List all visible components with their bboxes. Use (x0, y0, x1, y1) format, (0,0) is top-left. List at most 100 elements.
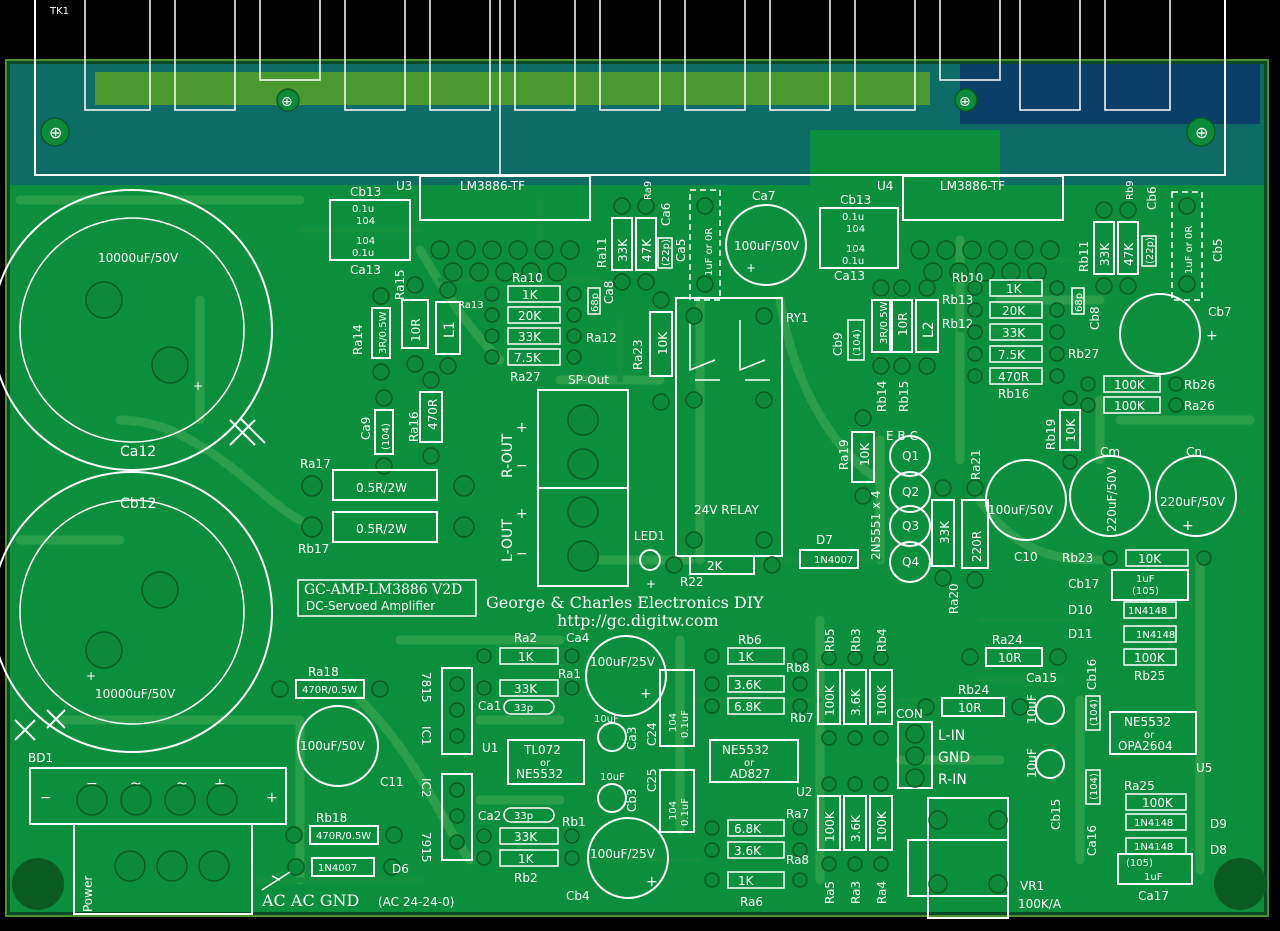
capacitor-c25: 104 0.1uF C25 (645, 768, 695, 833)
cb13r-val1: 0.1u (842, 212, 864, 223)
ra18-value: 470R/0.5W (302, 685, 357, 696)
ra24-value: 10R (998, 651, 1022, 665)
resistor-ra24: 10R Ra24 (961, 633, 1067, 667)
rb8-ref: Rb8 (786, 661, 810, 675)
ca12-value: 10000uF/50V (98, 251, 179, 265)
capacitor-ca12: 10000uF/50V Ca12 + (0, 189, 273, 471)
minus-glyph: − (86, 776, 98, 792)
rb16-ref: Rb16 (998, 387, 1029, 401)
plus-glyph: + (86, 669, 96, 683)
power-label: Power (81, 876, 95, 912)
cb12-value: 10000uF/50V (95, 687, 176, 701)
ca5-value: 1uF or 0R (704, 228, 715, 276)
ca8-value: 68p (590, 293, 601, 312)
heatsink-plane (960, 64, 1260, 124)
capacitor-ca17: (105) 1uF Ca17 (1117, 853, 1193, 903)
cb9-ref: Cb9 (831, 332, 845, 356)
regulator-ic2: IC2 7915 (419, 773, 473, 863)
chip-u1: TL072 or NE5532 U1 (482, 739, 585, 785)
capacitor-cb17: 1uF (105) Cb17 (1068, 569, 1189, 601)
ra4-value: 100K (875, 810, 889, 842)
ca7-value: 100uF/50V (734, 239, 800, 253)
ra12-ref: Ra12 (586, 331, 617, 345)
rb3-value: 3.6K (849, 688, 863, 716)
resistor-ra11: Ra11 33K (595, 197, 633, 291)
regulator-ic1: 7815 IC1 (419, 667, 473, 755)
rb24-ref: Rb24 (958, 683, 989, 697)
plus-glyph: + (640, 686, 652, 702)
ic2-part: 7915 (419, 832, 433, 863)
ac-glyph: ~ (130, 776, 142, 792)
cb13-val4: 0.1u (352, 248, 374, 259)
ca8-ref: Ca8 (602, 281, 616, 304)
rb5-value: 100K (823, 684, 837, 716)
ra21-value: 220R (970, 531, 984, 562)
cb13-val2: 104 (356, 216, 375, 227)
capacitor-c24: 104 0.1uF C24 (645, 669, 695, 747)
r22-ref: R22 (680, 575, 704, 589)
u1-line3: NE5532 (516, 767, 563, 781)
ra10-ref: Ra10 (512, 271, 543, 285)
potentiometer-vr1: VR1 100K/A (907, 797, 1062, 919)
rb9-ref: Rb9 (1125, 180, 1136, 200)
ra15-ref: Ra15 (393, 269, 407, 300)
diode-d6: 1N4007 D6 (287, 857, 409, 877)
cb13r-ref: Cb13 (840, 193, 871, 207)
rb1-ref: Rb1 (562, 815, 586, 829)
ra8-value: 3.6K (734, 844, 762, 858)
relay-ry1: RY1 24V RELAY (675, 297, 809, 557)
capacitor-cb15: 10uF Cb15 (1025, 748, 1065, 830)
rb23-ref: Rb23 (1062, 551, 1093, 565)
u2-line2: or (744, 758, 755, 769)
resistor-bank-ra7: 6.8K 3.6K 1K Ra7 Ra8 Ra6 (704, 807, 809, 909)
plus-glyph: ⊕ (49, 123, 62, 142)
cm-value: 220uF/50V (1105, 466, 1119, 532)
con-label: CON (896, 707, 923, 721)
u5-ref: U5 (1196, 761, 1212, 775)
rb13-ref: Rb13 (942, 293, 973, 307)
vr1-value: 100K/A (1018, 897, 1062, 911)
capacitor-cb12: Cb12 10000uF/50V + (0, 471, 273, 753)
transistor-part: 2N5551 x 4 (869, 490, 883, 560)
ca1-ref: Ca1 (478, 699, 501, 713)
ra3-value: 3.6K (849, 814, 863, 842)
cn-value: 220uF/50V (1160, 495, 1226, 509)
cb9-value: (104) (852, 329, 863, 356)
rb7-value: 6.8K (734, 700, 762, 714)
capacitor-cn: Cn 220uF/50V + (1155, 445, 1237, 537)
r22-value: 2K (707, 559, 724, 573)
l-out-label: L-OUT (500, 519, 516, 562)
ca9-value: (104) (381, 423, 392, 450)
cb17-value: 1uF (1136, 574, 1155, 585)
diode-d7: 1N4007 D7 (799, 533, 859, 569)
trace-layer (15, 195, 1255, 885)
rb6-value: 1K (738, 650, 755, 664)
power-connector: Power AC AC GND (AC 24-24-0) (73, 823, 454, 915)
ca16-value: (104) (1089, 773, 1100, 800)
ic1-part: 7815 (419, 672, 433, 703)
u5-line2: or (1144, 730, 1155, 741)
d7-ref: D7 (816, 533, 833, 547)
ca6-ref: Ca6 (659, 203, 673, 226)
resistor-ra9: Ra9 47K (635, 181, 657, 291)
rb11-ref: Rb11 (1077, 241, 1091, 272)
heatsink-tk1: TK1 ⊕ ⊕ ⊕ ⊕ (34, 0, 1226, 176)
sp-out-label: SP-Out (568, 373, 609, 387)
inductor-l1: L1 (435, 281, 461, 375)
ra18-ref: Ra18 (308, 665, 339, 679)
ca16-ref: Ca16 (1085, 825, 1099, 856)
ra2-value: 1K (518, 650, 535, 664)
minus-glyph: − (516, 546, 528, 562)
rb10-v2: 20K (1002, 304, 1026, 318)
l1-ref: L1 (442, 321, 458, 338)
rb3-ref: Rb3 (849, 628, 863, 652)
rb24-value: 10R (958, 701, 982, 715)
resistor-bank-rb6: Rb6 1K 3.6K 6.8K Rb8 Rb7 (704, 633, 814, 725)
rb12-ref: Rb12 (942, 317, 973, 331)
ra14-ref: Ra14 (351, 324, 365, 355)
ra25-value: 100K (1142, 796, 1174, 810)
bd1-ref: BD1 (28, 751, 53, 765)
cb13r-val2: 104 (846, 224, 865, 235)
inductor-l2: L2 (915, 279, 939, 375)
ra7-ref: Ra7 (786, 807, 809, 821)
